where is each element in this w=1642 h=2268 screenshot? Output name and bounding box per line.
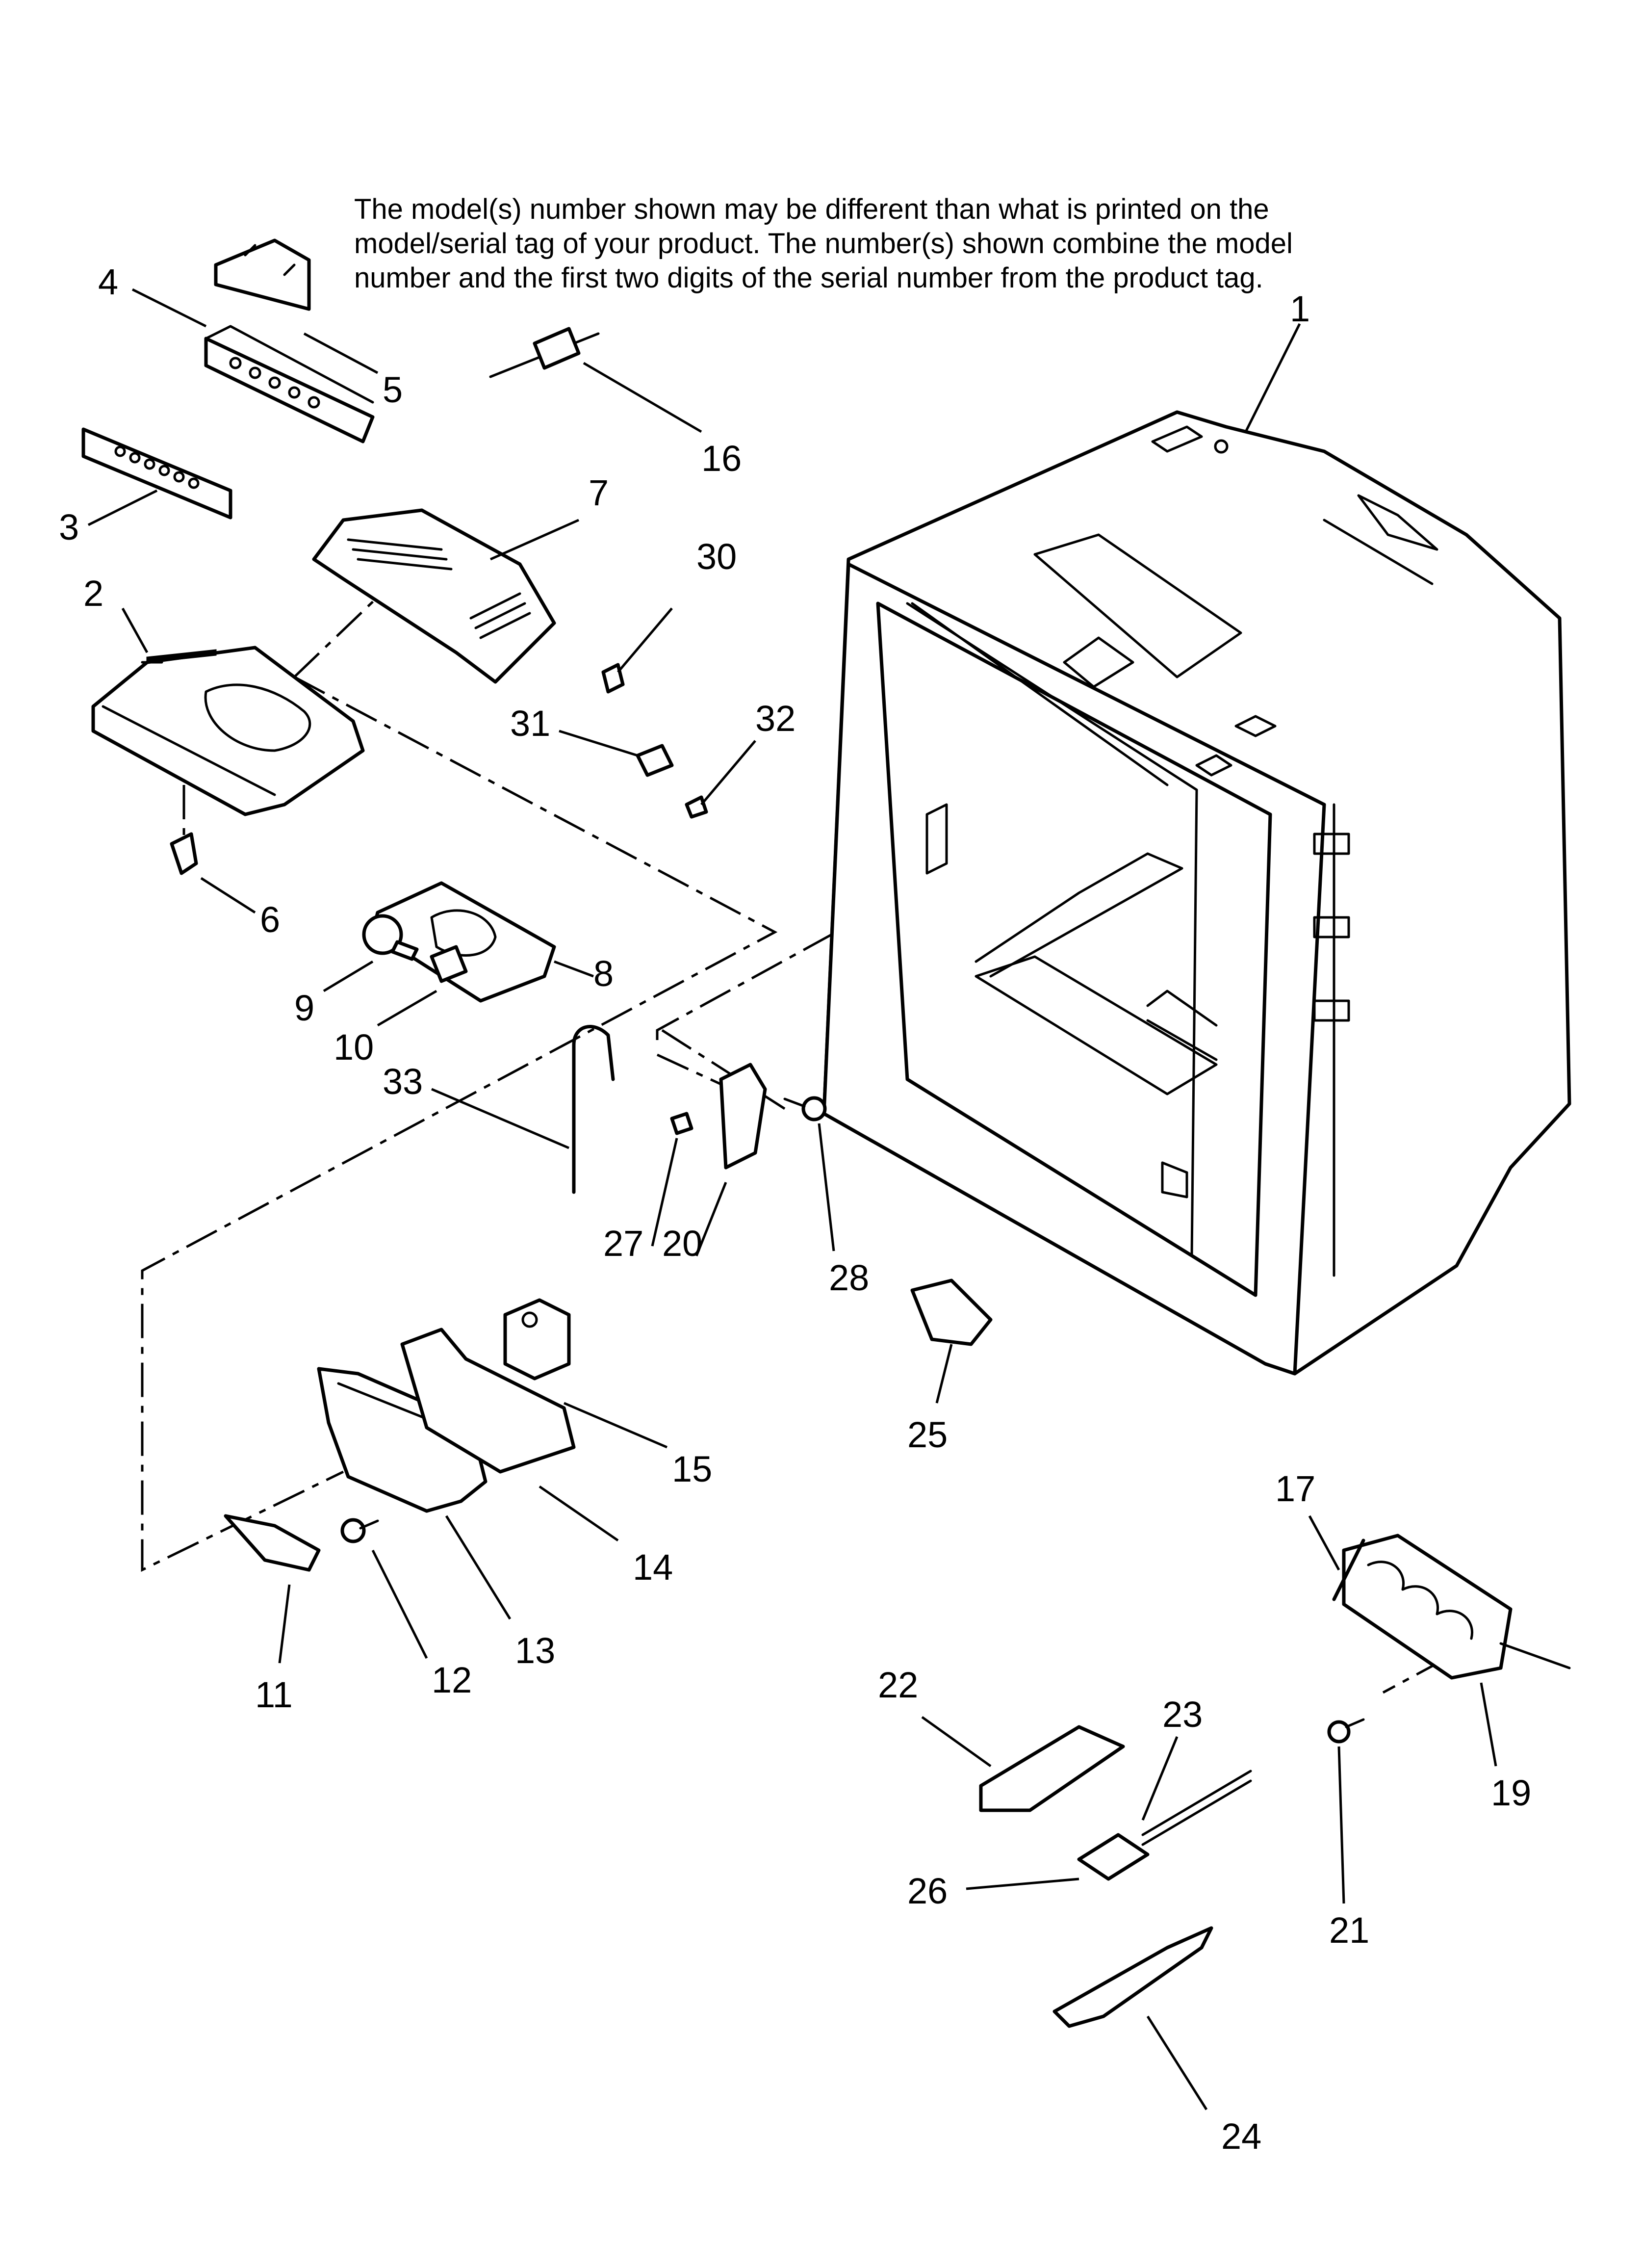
tube-part-33 — [572, 1025, 615, 1194]
bulb-part-9 — [362, 914, 419, 961]
thermostat-part-26 — [1077, 1770, 1252, 1881]
callout-3: 3 — [59, 507, 79, 547]
liner-part-1 — [822, 410, 1571, 1376]
air-diffuser-part-7 — [312, 508, 556, 684]
callout-27: 27 — [603, 1223, 643, 1264]
callout-24: 24 — [1221, 2116, 1261, 2157]
clip-part-32 — [685, 795, 708, 819]
callout-17: 17 — [1275, 1468, 1315, 1509]
model-number-note: The model(s) number shown may be differe… — [354, 192, 1384, 295]
shield-part-24 — [1052, 1926, 1213, 2028]
note-line-1: The model(s) number shown may be differe… — [354, 193, 1269, 225]
callout-4: 4 — [98, 261, 118, 302]
control-board-part-5 — [214, 238, 311, 311]
control-bracket-part-4 — [204, 325, 375, 443]
callout-5: 5 — [383, 369, 403, 410]
callout-20: 20 — [662, 1223, 702, 1264]
callout-7: 7 — [589, 472, 609, 513]
trim-part-11 — [224, 1514, 321, 1572]
bracket-part-22 — [979, 1725, 1125, 1812]
screw-part-28 — [783, 1096, 827, 1121]
heater-part-19 — [1342, 1534, 1571, 1680]
tube-part-17 — [1332, 1538, 1365, 1601]
callout-28: 28 — [829, 1257, 869, 1298]
bracket-part-20 — [719, 1063, 767, 1170]
control-housing-part-2 — [91, 646, 365, 816]
callout-31: 31 — [510, 703, 550, 744]
callout-labels: 1 2 3 4 5 6 7 8 9 10 11 12 13 14 15 16 1… — [59, 261, 1531, 2157]
damper-part-25 — [910, 1278, 993, 1346]
callout-13: 13 — [515, 1630, 555, 1671]
callout-15: 15 — [672, 1449, 712, 1489]
switch-part-6 — [170, 832, 198, 875]
housing-part-14 — [400, 1328, 576, 1474]
note-line-2: model/serial tag of your product. The nu… — [354, 228, 1293, 260]
filter-part-16 — [489, 327, 600, 378]
leader-arrows — [87, 288, 1497, 2111]
callout-1: 1 — [1290, 288, 1310, 329]
callout-30: 30 — [696, 536, 737, 577]
callout-16: 16 — [701, 438, 742, 479]
callout-10: 10 — [334, 1027, 374, 1068]
callout-33: 33 — [383, 1061, 423, 1102]
note-line-3: number and the first two digits of the s… — [354, 262, 1263, 294]
callout-26: 26 — [907, 1871, 948, 1911]
clip-part-27 — [670, 1112, 693, 1135]
callout-21: 21 — [1329, 1910, 1369, 1951]
callout-19: 19 — [1491, 1773, 1531, 1813]
callout-8: 8 — [593, 953, 614, 994]
water-valve-part-15 — [503, 1298, 571, 1381]
callout-12: 12 — [432, 1660, 472, 1700]
callout-9: 9 — [294, 988, 314, 1028]
screw-part-21 — [1327, 1718, 1365, 1744]
screw-part-12 — [340, 1518, 379, 1543]
overlay-part-3 — [81, 427, 232, 520]
light-cover-part-13 — [317, 1367, 487, 1513]
callout-25: 25 — [907, 1414, 948, 1455]
callout-23: 23 — [1162, 1694, 1203, 1735]
callout-32: 32 — [755, 698, 795, 739]
callout-2: 2 — [83, 573, 103, 614]
callout-14: 14 — [633, 1547, 673, 1588]
clip-part-31 — [636, 744, 674, 777]
callout-11: 11 — [255, 1674, 293, 1715]
callout-22: 22 — [878, 1665, 918, 1705]
callout-6: 6 — [260, 899, 280, 940]
socket-part-10 — [430, 945, 468, 983]
